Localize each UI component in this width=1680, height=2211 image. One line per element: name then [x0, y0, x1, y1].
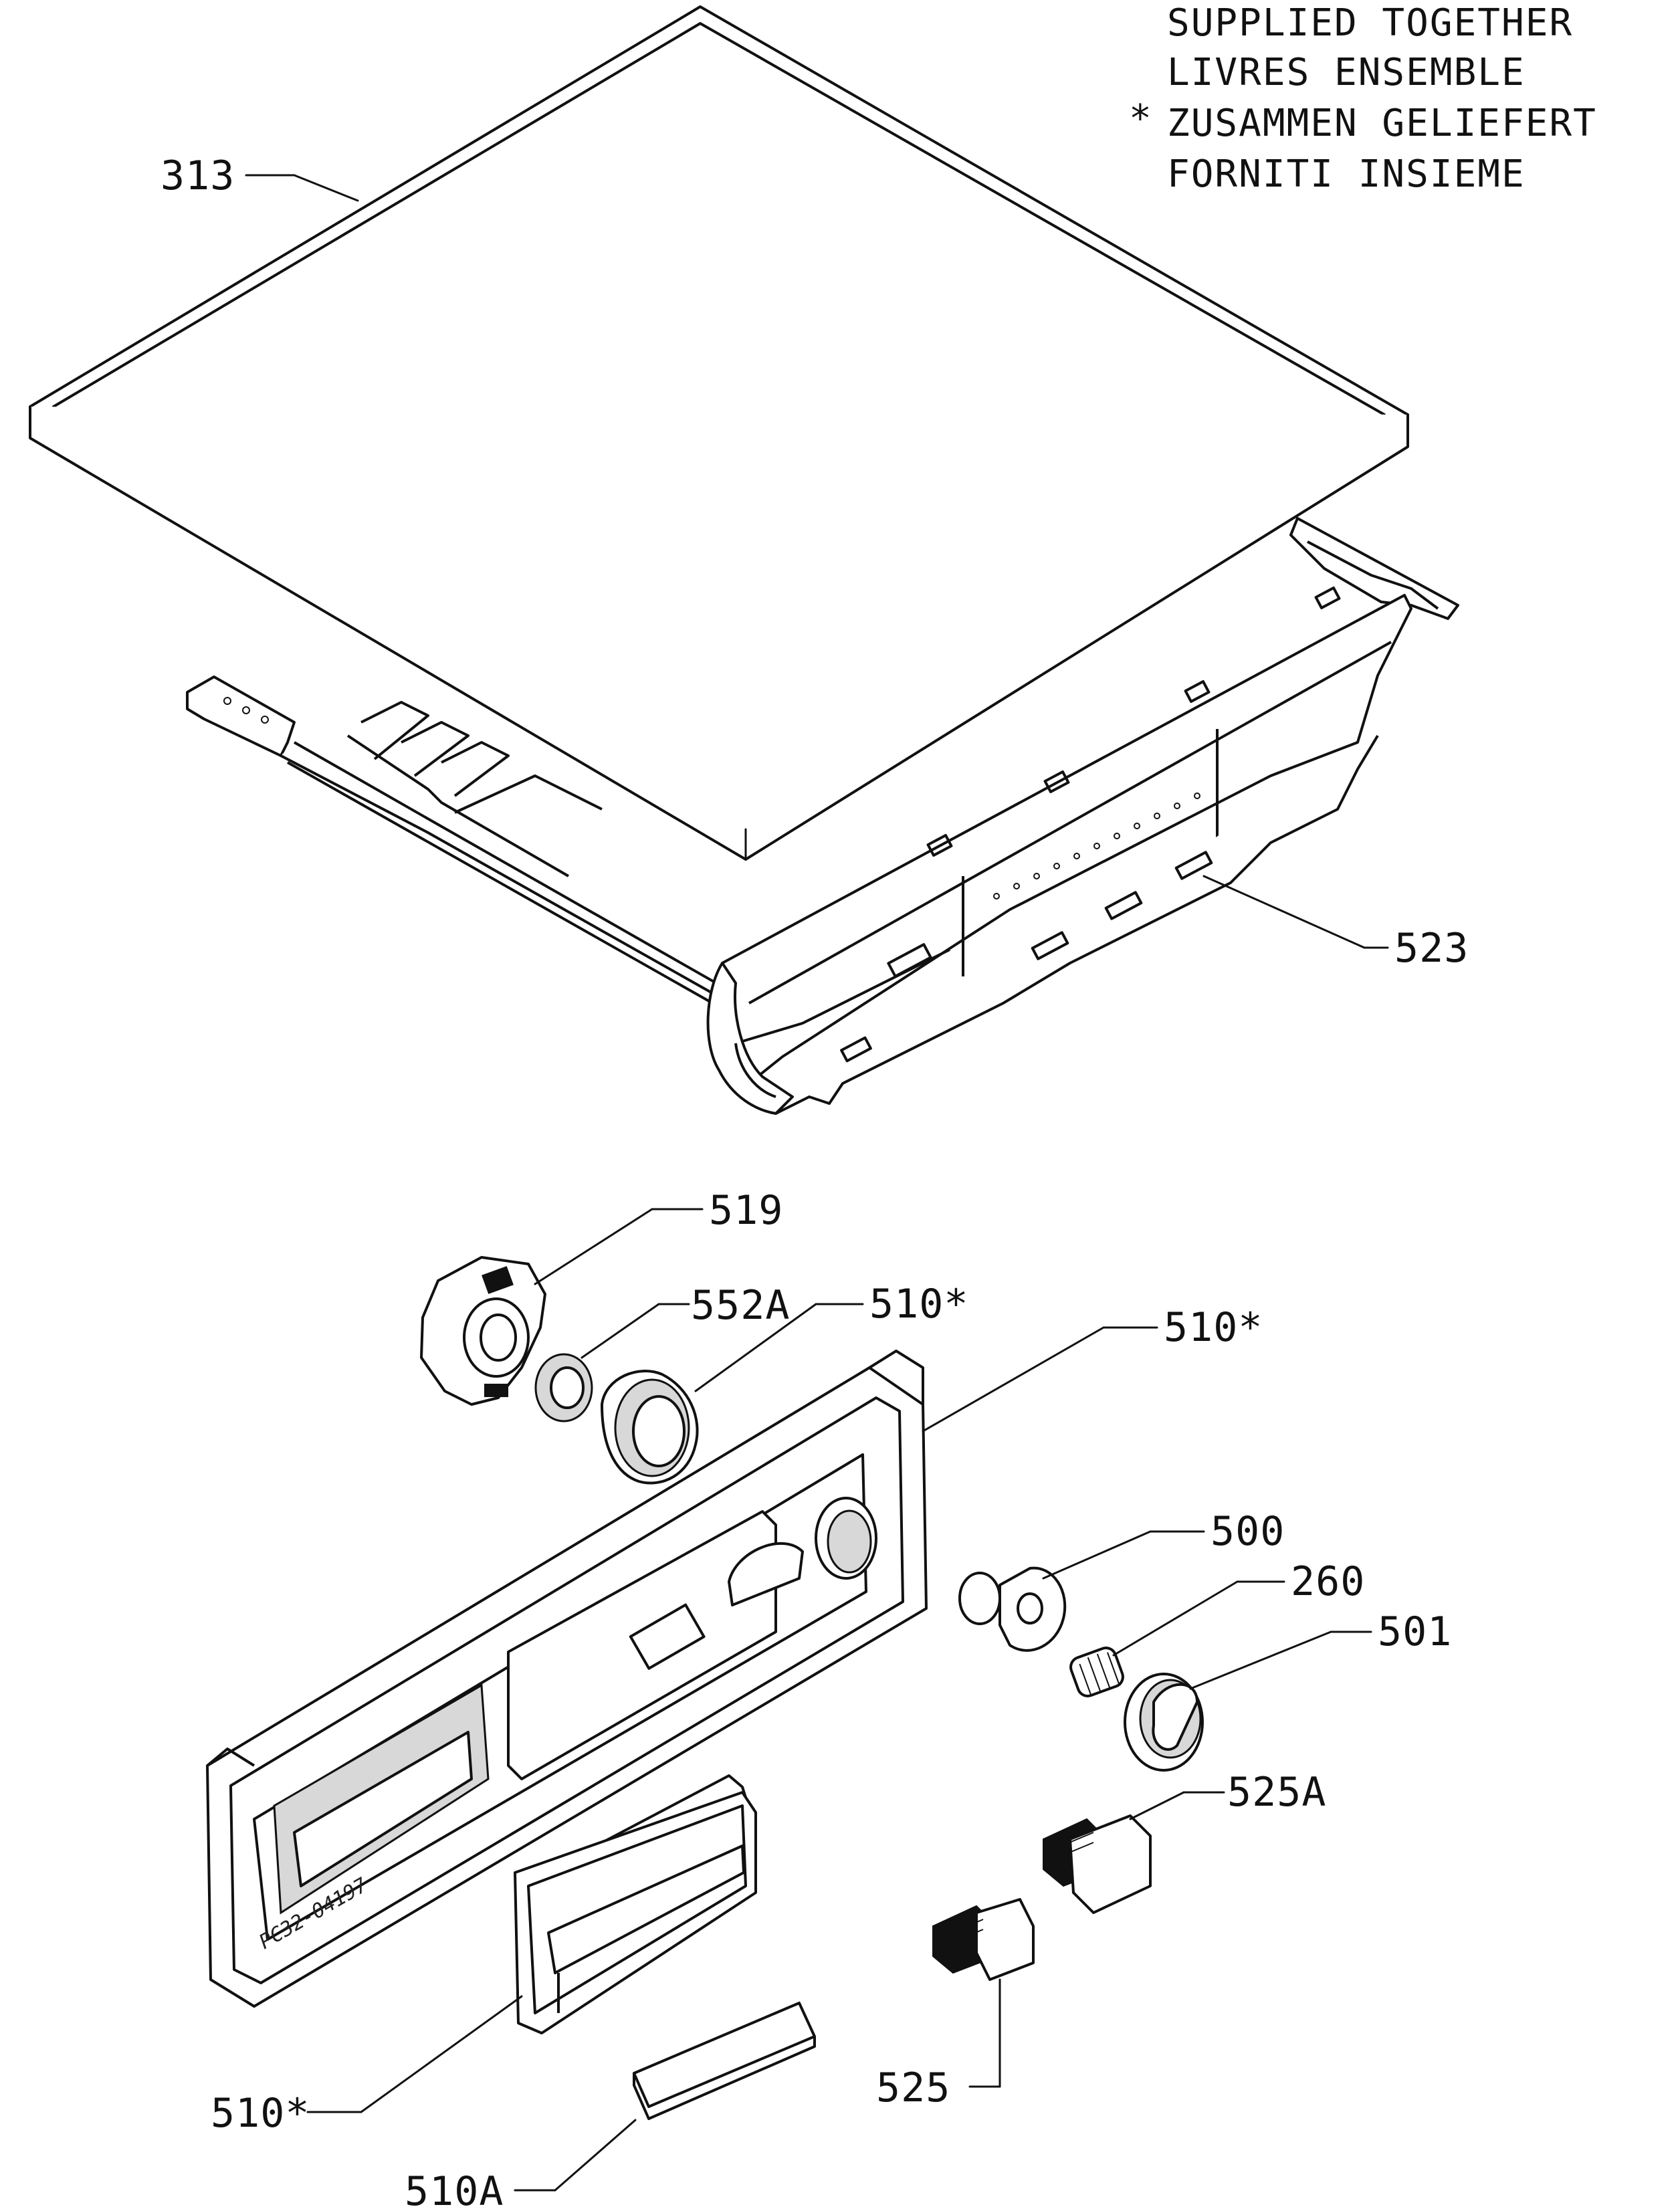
note-line-2: LIVRES ENSEMBLE: [1167, 51, 1526, 94]
note-line-3: ZUSAMMEN GELIEFERT: [1167, 102, 1597, 145]
label-525-callout: 525: [876, 1978, 1001, 2111]
label-260: 260: [1291, 1558, 1365, 1605]
button-525a: [1043, 1814, 1152, 1914]
frame-523: [186, 517, 1459, 1115]
label-510-drawer-callout: 510*: [211, 1995, 523, 2137]
supplied-together-note: SUPPLIED TOGETHER LIVRES ENSEMBLE * ZUSA…: [1129, 1, 1597, 196]
label-510-knob-callout: 510*: [694, 1281, 969, 1392]
label-510-panel-callout: 510*: [922, 1304, 1263, 1433]
label-510-panel: 510*: [1164, 1304, 1263, 1351]
label-500: 500: [1211, 1508, 1285, 1555]
lid-313: [29, 5, 1409, 861]
label-552a: 552A: [691, 1282, 791, 1329]
label-510a-callout: 510A: [405, 2119, 637, 2211]
label-260-callout: 260: [1112, 1558, 1365, 1657]
label-510a: 510A: [405, 2168, 504, 2211]
control-panel-510: [206, 1350, 928, 2008]
label-500-callout: 500: [1042, 1508, 1285, 1580]
label-313-callout: 313: [161, 152, 359, 202]
label-525a: 525A: [1227, 1769, 1327, 1816]
label-519-callout: 519: [534, 1187, 783, 1285]
insert-510a: [633, 2002, 816, 2120]
label-523: 523: [1394, 925, 1469, 972]
knob-cap-510: [601, 1370, 699, 1485]
label-525: 525: [876, 2065, 950, 2111]
note-line-1: SUPPLIED TOGETHER: [1167, 1, 1573, 45]
button-525: [932, 1898, 1035, 1981]
note-line-4: FORNITI INSIEME: [1167, 152, 1526, 196]
label-501-callout: 501: [1189, 1608, 1452, 1690]
knob-501: [1124, 1673, 1204, 1772]
label-552a-callout: 552A: [581, 1282, 791, 1359]
label-525a-callout: 525A: [1129, 1769, 1327, 1820]
label-523-callout: 523: [1202, 875, 1469, 972]
drawer-handle-510: [514, 1774, 757, 2034]
label-519: 519: [709, 1187, 783, 1234]
note-asterisk: *: [1129, 97, 1153, 140]
frame-holes: [993, 793, 1200, 900]
label-313: 313: [161, 152, 235, 199]
cam-holder-519: [420, 1256, 546, 1406]
spindle-500: [958, 1566, 1067, 1652]
label-510-drawer: 510*: [211, 2090, 310, 2137]
label-501: 501: [1378, 1608, 1452, 1655]
label-510-knob: 510*: [869, 1281, 969, 1328]
ring-552a: [534, 1353, 593, 1423]
spring-260: [1069, 1647, 1124, 1697]
